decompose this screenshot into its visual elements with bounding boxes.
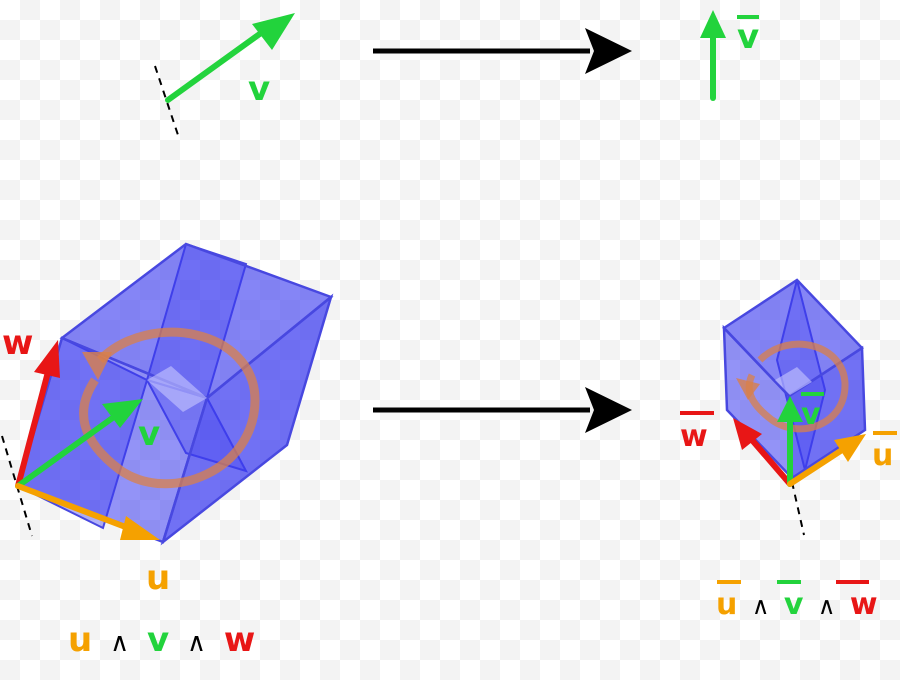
formula-right-wedge1: ∧ bbox=[752, 592, 770, 620]
origin-axis-dashed-right bbox=[791, 481, 805, 536]
parallelepiped-left bbox=[16, 242, 334, 546]
formula-left-u: u bbox=[68, 620, 92, 660]
vector-w-bar-right bbox=[733, 418, 793, 487]
rotation-arc-right bbox=[745, 340, 849, 433]
label-u-bar-right: u bbox=[872, 438, 893, 473]
label-u-left: u bbox=[146, 558, 170, 598]
vector-v-top bbox=[165, 13, 295, 103]
rotation-arrowhead-left bbox=[82, 352, 112, 380]
label-v-top: v bbox=[248, 69, 270, 109]
transform-arrow-top bbox=[373, 28, 632, 74]
cube-inner-window bbox=[147, 366, 207, 412]
vector-u-left bbox=[15, 483, 160, 540]
formula-right-wedge2: ∧ bbox=[818, 592, 836, 620]
vector-v-bar-right bbox=[777, 396, 803, 487]
formula-left-wedge1: ∧ bbox=[110, 628, 129, 658]
formula-left: u ∧ v ∧ w bbox=[68, 620, 255, 660]
formula-right: u ∧ v ∧ w bbox=[716, 587, 878, 622]
vector-w-left bbox=[15, 340, 60, 489]
formula-right-u: u bbox=[716, 587, 737, 622]
formula-left-w: w bbox=[224, 620, 255, 660]
label-v-bar-right: v bbox=[801, 397, 821, 432]
parallelepiped-right bbox=[722, 278, 867, 482]
formula-right-v: v bbox=[784, 587, 804, 622]
vector-v-left bbox=[15, 399, 143, 489]
rotation-arrowhead-right bbox=[736, 378, 760, 400]
label-w-left: w bbox=[2, 323, 33, 363]
transform-arrow-bottom bbox=[373, 387, 632, 433]
label-v-bar-top: v bbox=[737, 17, 759, 57]
small-cube-inner-window bbox=[775, 367, 812, 395]
vector-v-bar-top bbox=[700, 10, 726, 101]
label-w-bar-right: w bbox=[680, 419, 708, 454]
formula-left-v: v bbox=[147, 620, 169, 660]
formula-left-wedge2: ∧ bbox=[187, 628, 206, 658]
label-v-left: v bbox=[138, 414, 160, 454]
vector-u-bar-right bbox=[787, 434, 866, 487]
formula-right-w: w bbox=[850, 587, 878, 622]
